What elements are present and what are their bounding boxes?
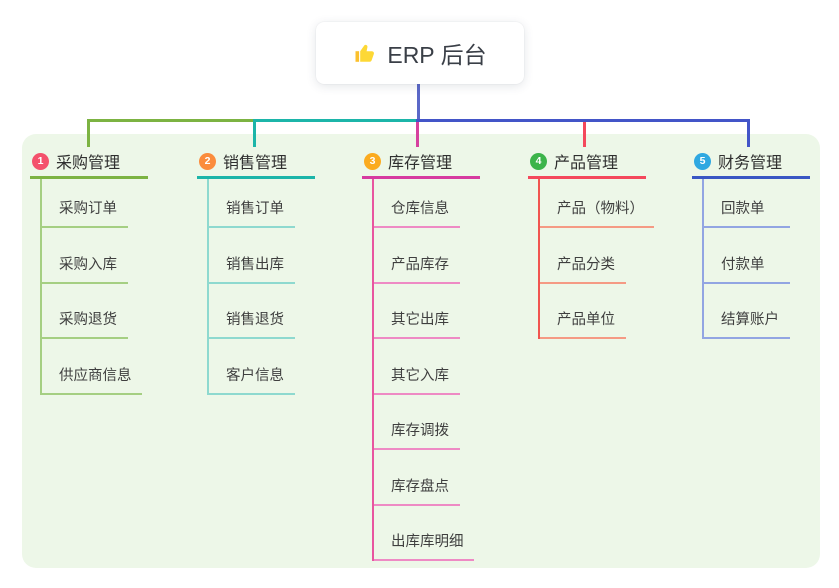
connector-bus-right bbox=[416, 119, 750, 122]
branch-1: 1 采购管理 采购订单采购入库采购退货供应商信息 bbox=[30, 146, 160, 395]
branch-index-badge: 2 bbox=[199, 152, 216, 170]
sub-item[interactable]: 库存盘点 bbox=[374, 450, 460, 506]
connector-root-line bbox=[417, 84, 420, 119]
branch-header[interactable]: 4 产品管理 bbox=[528, 146, 646, 179]
connector-drop-2 bbox=[253, 122, 256, 147]
sub-item[interactable]: 回款单 bbox=[704, 179, 790, 228]
branch-subs: 采购订单采购入库采购退货供应商信息 bbox=[40, 179, 160, 395]
sub-item[interactable]: 结算账户 bbox=[704, 284, 790, 339]
connector-bus-mid bbox=[253, 119, 420, 122]
branch-4: 4 产品管理 产品（物料）产品分类产品单位 bbox=[528, 146, 658, 339]
connector-drop-1 bbox=[87, 122, 90, 147]
branch-label: 财务管理 bbox=[718, 155, 783, 172]
branch-subs: 销售订单销售出库销售退货客户信息 bbox=[207, 179, 327, 395]
branch-label: 采购管理 bbox=[56, 155, 121, 172]
sub-item[interactable]: 采购订单 bbox=[42, 179, 128, 228]
sub-item[interactable]: 出库库明细 bbox=[374, 506, 474, 561]
connector-drop-4 bbox=[583, 122, 586, 147]
branch-index-badge: 3 bbox=[364, 152, 381, 170]
branch-header[interactable]: 1 采购管理 bbox=[30, 146, 148, 179]
branch-index-badge: 5 bbox=[694, 152, 711, 170]
branch-2: 2 销售管理 销售订单销售出库销售退货客户信息 bbox=[197, 146, 327, 395]
branch-label: 产品管理 bbox=[554, 155, 619, 172]
sub-item[interactable]: 客户信息 bbox=[209, 339, 295, 395]
branch-index-badge: 4 bbox=[530, 152, 547, 170]
branch-subs: 仓库信息产品库存其它出库其它入库库存调拨库存盘点出库库明细 bbox=[372, 179, 492, 561]
branch-label: 库存管理 bbox=[388, 155, 453, 172]
board-background bbox=[22, 134, 820, 568]
branch-subs: 产品（物料）产品分类产品单位 bbox=[538, 179, 658, 339]
branch-header[interactable]: 2 销售管理 bbox=[197, 146, 315, 179]
sub-item[interactable]: 销售退货 bbox=[209, 284, 295, 339]
sub-item[interactable]: 其它出库 bbox=[374, 284, 460, 339]
branch-subs: 回款单付款单结算账户 bbox=[702, 179, 822, 339]
thumbs-up-icon bbox=[353, 41, 377, 65]
sub-item[interactable]: 采购入库 bbox=[42, 228, 128, 284]
branch-3: 3 库存管理 仓库信息产品库存其它出库其它入库库存调拨库存盘点出库库明细 bbox=[362, 146, 492, 561]
sub-item[interactable]: 产品分类 bbox=[540, 228, 626, 284]
sub-item[interactable]: 采购退货 bbox=[42, 284, 128, 339]
branch-5: 5 财务管理 回款单付款单结算账户 bbox=[692, 146, 822, 339]
branch-header[interactable]: 3 库存管理 bbox=[362, 146, 480, 179]
sub-item[interactable]: 产品（物料） bbox=[540, 179, 654, 228]
connector-drop-3 bbox=[416, 122, 419, 147]
sub-item[interactable]: 付款单 bbox=[704, 228, 790, 284]
sub-item[interactable]: 供应商信息 bbox=[42, 339, 142, 395]
branch-header[interactable]: 5 财务管理 bbox=[692, 146, 810, 179]
connector-drop-5 bbox=[747, 122, 750, 147]
root-node[interactable]: ERP 后台 bbox=[316, 22, 524, 84]
root-title: ERP 后台 bbox=[387, 42, 487, 68]
sub-item[interactable]: 销售出库 bbox=[209, 228, 295, 284]
sub-item[interactable]: 产品库存 bbox=[374, 228, 460, 284]
sub-item[interactable]: 销售订单 bbox=[209, 179, 295, 228]
sub-item[interactable]: 产品单位 bbox=[540, 284, 626, 339]
sub-item[interactable]: 库存调拨 bbox=[374, 395, 460, 450]
connector-bus-left bbox=[87, 119, 256, 122]
branch-index-badge: 1 bbox=[32, 152, 49, 170]
branch-label: 销售管理 bbox=[223, 155, 288, 172]
sub-item[interactable]: 仓库信息 bbox=[374, 179, 460, 228]
sub-item[interactable]: 其它入库 bbox=[374, 339, 460, 395]
